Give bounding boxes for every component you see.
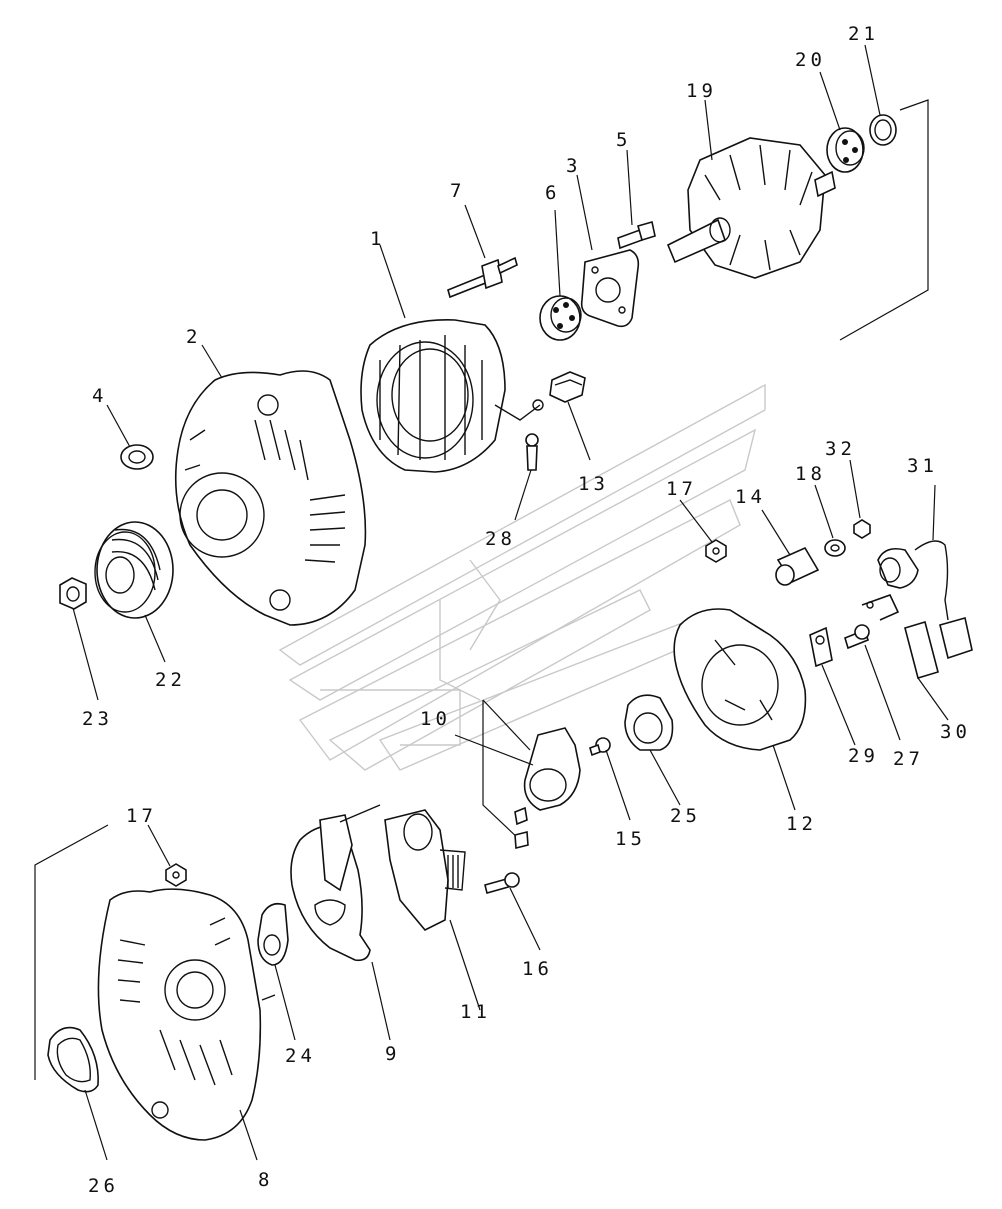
callout-31: 31 <box>907 455 938 477</box>
bolt-27-part <box>844 624 870 650</box>
bearing-rear-part <box>826 127 865 173</box>
callout-23: 23 <box>82 708 113 730</box>
callout-19: 19 <box>686 80 717 102</box>
screw-16-part <box>484 872 520 894</box>
rectifier-part <box>290 804 381 962</box>
retainer-plate-part <box>580 249 640 328</box>
callout-9: 9 <box>385 1043 400 1065</box>
pulley-part <box>94 521 174 619</box>
nut-32-part <box>853 519 871 539</box>
brush-holder-part <box>514 727 581 850</box>
terminal-plate-part <box>809 626 833 668</box>
callout-26: 26 <box>88 1175 119 1197</box>
assembly-bracket-left <box>34 824 109 1080</box>
front-housing-part <box>174 370 367 626</box>
bearing-front-part <box>539 295 582 341</box>
sensor-harness-part <box>877 540 949 621</box>
callout-6: 6 <box>545 182 560 204</box>
nut-17-lower-part <box>165 863 187 887</box>
callout-11: 11 <box>460 1001 491 1023</box>
callout-22: 22 <box>155 669 186 691</box>
callout-27: 27 <box>893 748 924 770</box>
assembly-bracket-center <box>482 699 531 841</box>
callout-5: 5 <box>616 129 631 151</box>
callout-13: 13 <box>578 473 609 495</box>
callout-21: 21 <box>848 23 879 45</box>
callout-18: 18 <box>795 463 826 485</box>
callout-29: 29 <box>848 745 879 767</box>
washer-part <box>120 444 154 470</box>
callout-labels: 1 2 3 4 5 6 7 8 9 10 11 12 13 14 15 16 1… <box>82 23 971 1197</box>
assembly-bracket-top <box>839 99 929 341</box>
callout-7: 7 <box>450 180 465 202</box>
callout-32: 32 <box>825 438 856 460</box>
rear-cover-part <box>673 608 807 751</box>
terminal-bolt-part <box>525 433 539 471</box>
pulley-nut-part <box>59 577 87 610</box>
callout-4: 4 <box>92 385 107 407</box>
stator-part <box>360 319 544 473</box>
screw-15-part <box>589 737 611 757</box>
callout-28: 28 <box>485 528 516 550</box>
callout-16: 16 <box>522 958 553 980</box>
callout-25: 25 <box>670 805 701 827</box>
washer-18-part <box>824 539 846 557</box>
callout-1: 1 <box>370 228 385 250</box>
rear-housing-part <box>97 888 276 1141</box>
gasket-24-part <box>257 902 289 966</box>
callout-14: 14 <box>735 486 766 508</box>
rotor-part <box>666 137 836 279</box>
callout-17-lower: 17 <box>126 805 157 827</box>
ring-part <box>869 114 897 146</box>
nut-17-upper-part <box>705 539 727 563</box>
callout-24: 24 <box>285 1045 316 1067</box>
screw-part <box>617 220 656 250</box>
seal-26-part <box>47 1026 99 1093</box>
callout-30: 30 <box>940 721 971 743</box>
insulator-part <box>549 371 586 403</box>
connector-bracket-part <box>861 594 973 680</box>
leader-lines <box>72 44 949 1161</box>
callout-3: 3 <box>566 155 581 177</box>
regulator-part <box>384 809 466 931</box>
terminal-bushing-part <box>775 546 820 586</box>
callout-2: 2 <box>186 326 201 348</box>
callout-17-upper: 17 <box>666 478 697 500</box>
stud-bolt-part <box>447 256 518 299</box>
callout-12: 12 <box>786 813 817 835</box>
callout-15: 15 <box>615 828 646 850</box>
callout-10: 10 <box>420 708 451 730</box>
cap-part <box>624 694 674 751</box>
callout-8: 8 <box>258 1169 273 1191</box>
callout-20: 20 <box>795 49 826 71</box>
